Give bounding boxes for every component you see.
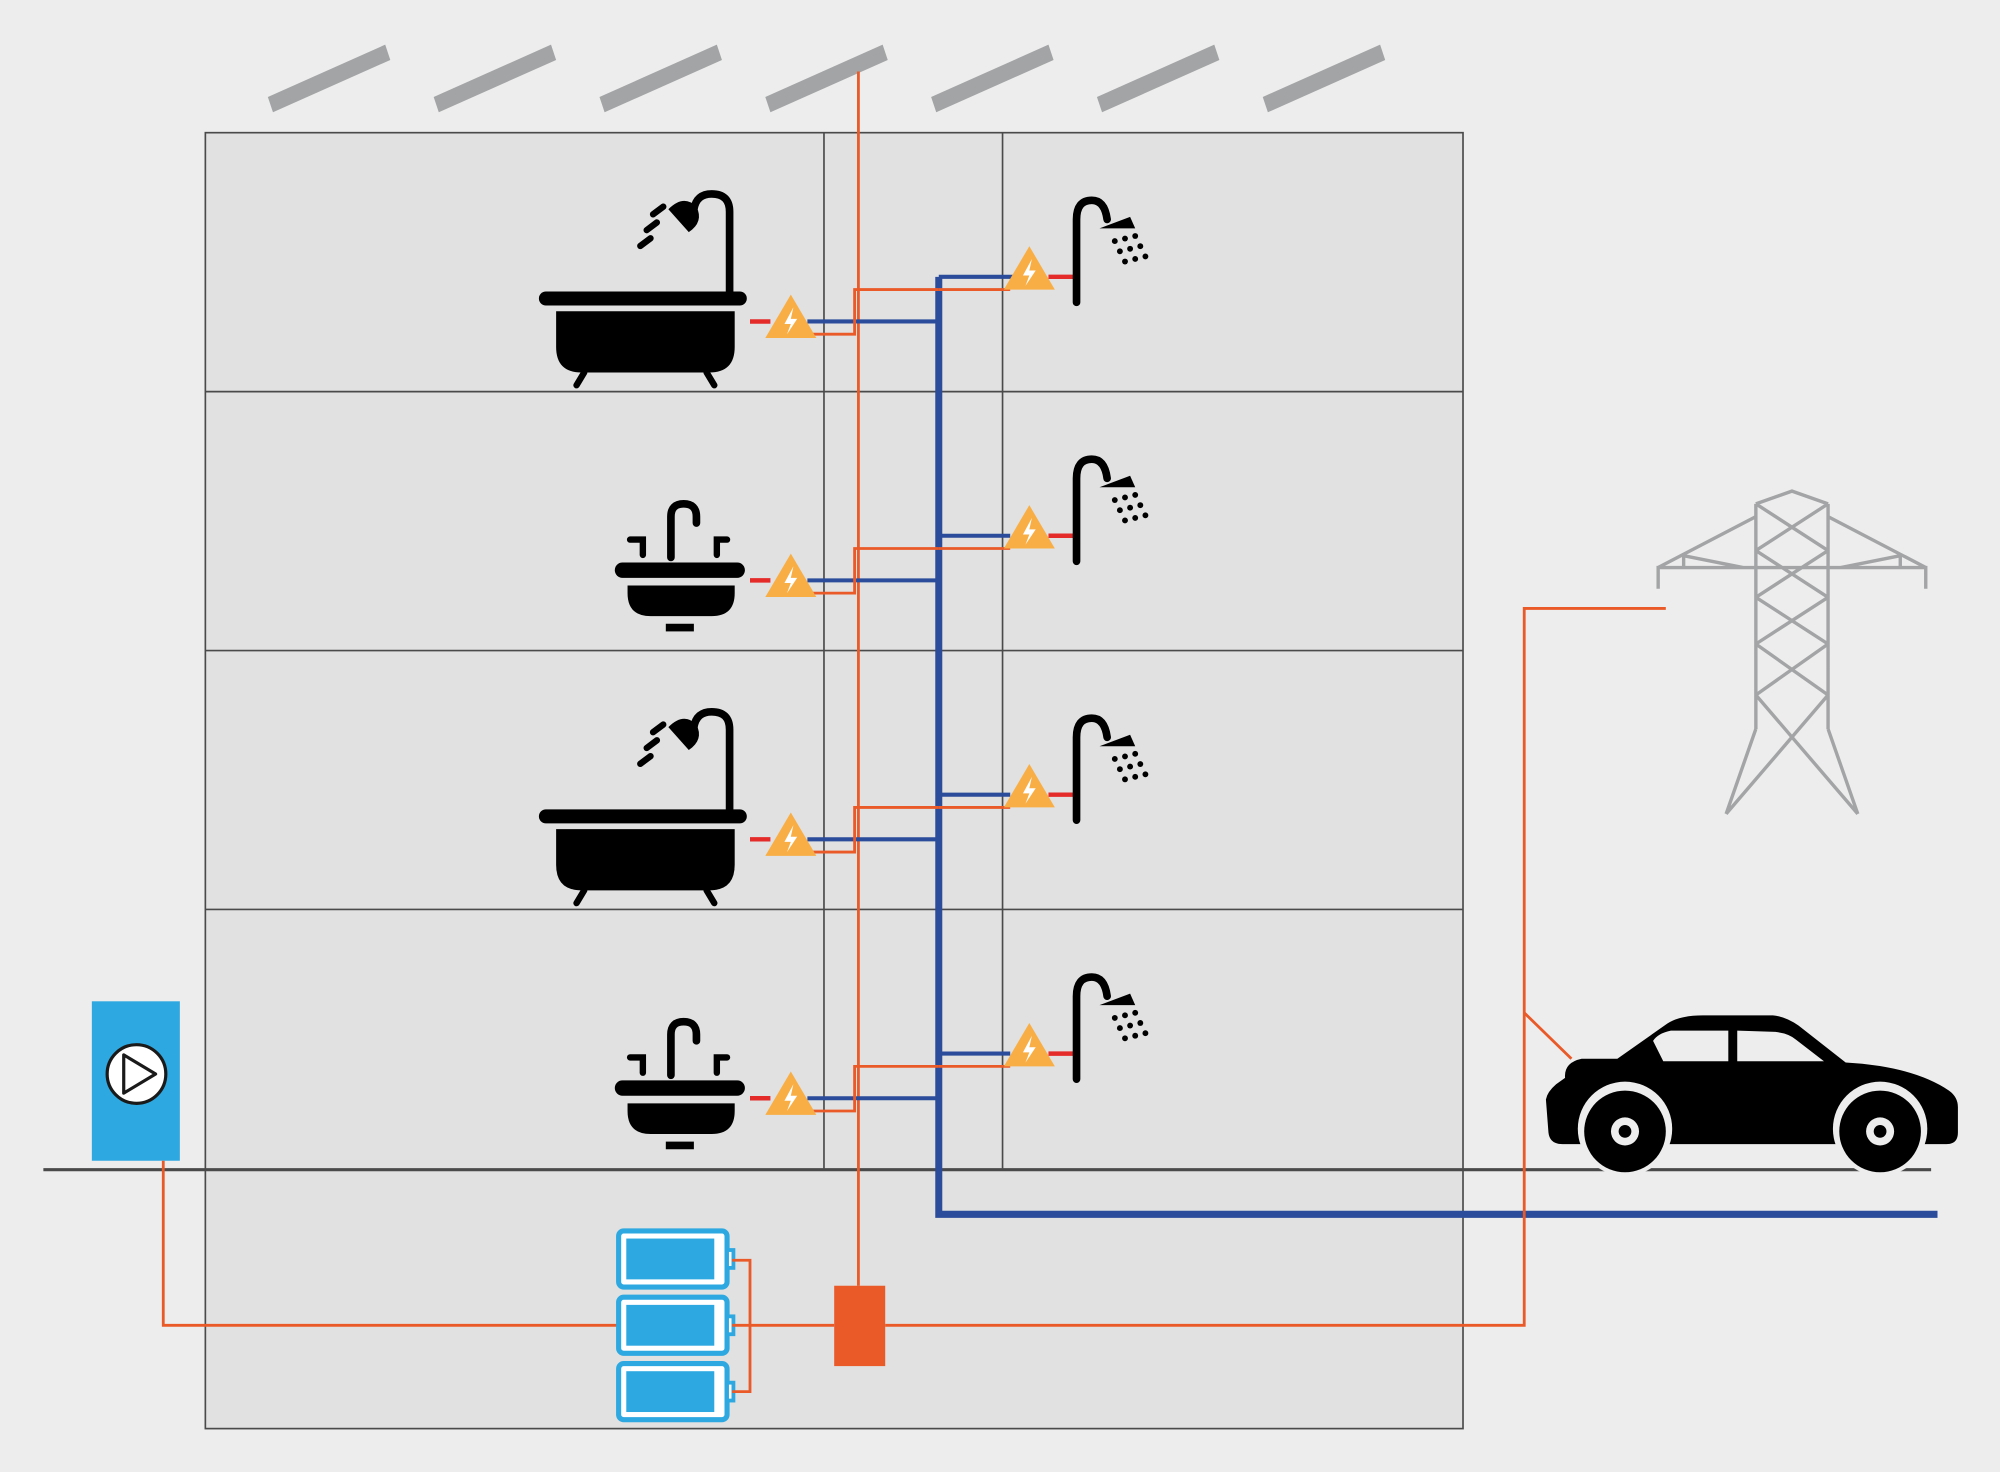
power-cable — [807, 1064, 939, 1113]
water-heater-icon — [1003, 246, 1055, 290]
lightning-icon — [1022, 517, 1036, 545]
battery-charge-level — [626, 1238, 715, 1280]
washbasin-icon — [614, 500, 745, 632]
inverter-to-grid-cable — [885, 607, 1666, 1327]
water-heater-icon — [765, 294, 817, 339]
solar-panel — [1096, 44, 1220, 113]
solar-panels — [267, 44, 1386, 113]
power-pylon-icon — [1656, 489, 1928, 816]
shower-icon — [1072, 714, 1149, 825]
solar-panel — [1262, 44, 1386, 113]
heat-pump — [91, 1001, 180, 1161]
lightning-icon — [784, 307, 798, 335]
water-heater-icon — [1003, 1022, 1055, 1067]
floor-2 — [614, 455, 1149, 632]
car-charge-cable — [1523, 1011, 1573, 1060]
solar-panel — [433, 44, 557, 113]
battery-icon — [616, 1228, 736, 1290]
lightning-icon — [784, 1084, 798, 1111]
solar-panel — [267, 44, 391, 113]
water-heater-icon — [765, 553, 817, 597]
battery-bank — [616, 1228, 736, 1423]
shower-icon — [1072, 455, 1149, 566]
water-heater-icon — [765, 812, 817, 856]
solar-panel — [931, 44, 1054, 113]
bathtub-icon — [538, 707, 747, 907]
battery-charge-level — [626, 1304, 715, 1346]
electric-car-icon — [1545, 1015, 1958, 1177]
solar-panel — [599, 44, 722, 113]
lightning-icon — [784, 566, 798, 594]
water-heater-icon — [1003, 505, 1055, 549]
power-cable — [807, 547, 939, 595]
lightning-icon — [1022, 1035, 1036, 1063]
shower-icon — [1072, 196, 1149, 307]
power-cable — [807, 288, 939, 336]
floor-4 — [614, 973, 1149, 1150]
bathtub-icon — [538, 190, 747, 389]
building-outline — [204, 131, 1464, 1430]
floor-connections — [538, 190, 1149, 1150]
water-heater-icon — [765, 1071, 817, 1115]
shower-icon — [1072, 973, 1149, 1083]
lightning-icon — [1022, 258, 1036, 286]
washbasin-icon — [614, 1017, 745, 1150]
battery-icon — [616, 1294, 736, 1356]
inverter — [834, 1285, 886, 1367]
solar-panel — [765, 44, 888, 113]
floor-1 — [538, 190, 1149, 389]
lightning-icon — [1022, 776, 1036, 804]
battery-charge-level — [626, 1371, 715, 1413]
cold-water-main — [935, 276, 1938, 1218]
power-cable — [807, 806, 939, 854]
water-heater-icon — [1003, 764, 1055, 808]
battery-icon — [616, 1361, 736, 1423]
heat-pump-cable — [161, 1160, 618, 1327]
floor-3 — [538, 707, 1149, 907]
lightning-icon — [784, 825, 798, 853]
